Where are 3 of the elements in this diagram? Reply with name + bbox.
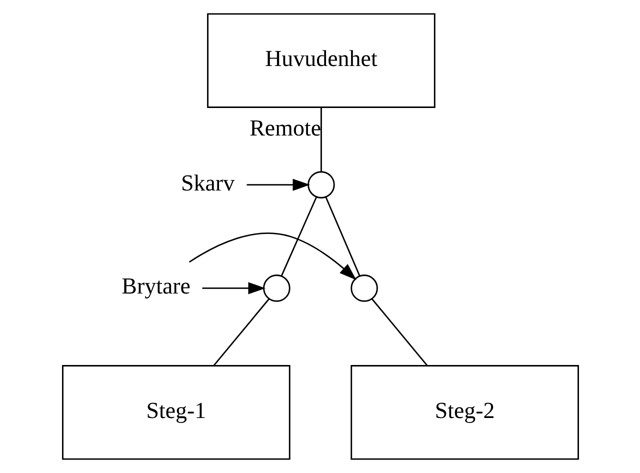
edge-label: Remote xyxy=(249,116,321,141)
node-text: Brytare xyxy=(121,274,190,299)
node-text: Skarv xyxy=(180,170,234,196)
